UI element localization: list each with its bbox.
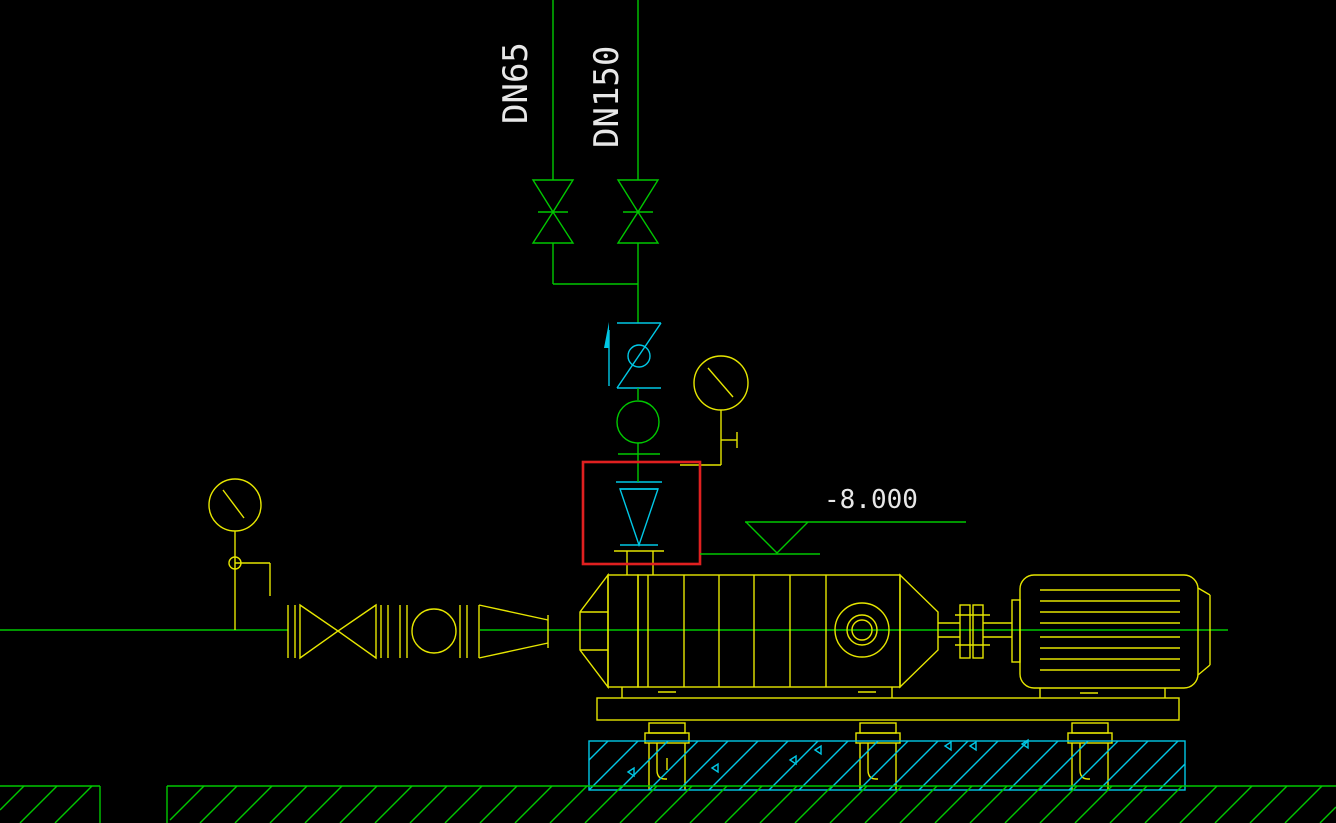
flexible-joint-suction[interactable] [399, 605, 468, 658]
floor-slab [0, 785, 1336, 823]
pressure-gauge-discharge[interactable] [680, 355, 749, 466]
gate-valve-dn150[interactable] [616, 179, 660, 244]
elevation-label: -8.000 [824, 485, 918, 515]
eccentric-reducer[interactable] [478, 604, 549, 659]
concrete-foundation [588, 738, 1186, 791]
discharge-pipes [552, 0, 639, 323]
pipe-label-dn65: DN65 [496, 42, 536, 124]
shaft-coupling[interactable] [938, 604, 1012, 659]
anchor-bolts [644, 722, 1113, 790]
pipe-label-dn150: DN150 [587, 46, 627, 148]
flexible-joint[interactable] [616, 400, 660, 460]
electric-motor[interactable] [1011, 574, 1211, 698]
pump-base-frame [596, 697, 1180, 721]
check-valve[interactable] [604, 322, 662, 389]
gate-valve-dn65[interactable] [531, 179, 575, 244]
reducer-highlighted[interactable] [614, 460, 664, 575]
pressure-gauge-suction[interactable] [208, 478, 271, 630]
elevation-marker [700, 521, 966, 555]
gate-valve-suction[interactable] [287, 603, 389, 660]
selection-highlight-box [581, 460, 702, 566]
multistage-pump[interactable] [579, 572, 939, 698]
